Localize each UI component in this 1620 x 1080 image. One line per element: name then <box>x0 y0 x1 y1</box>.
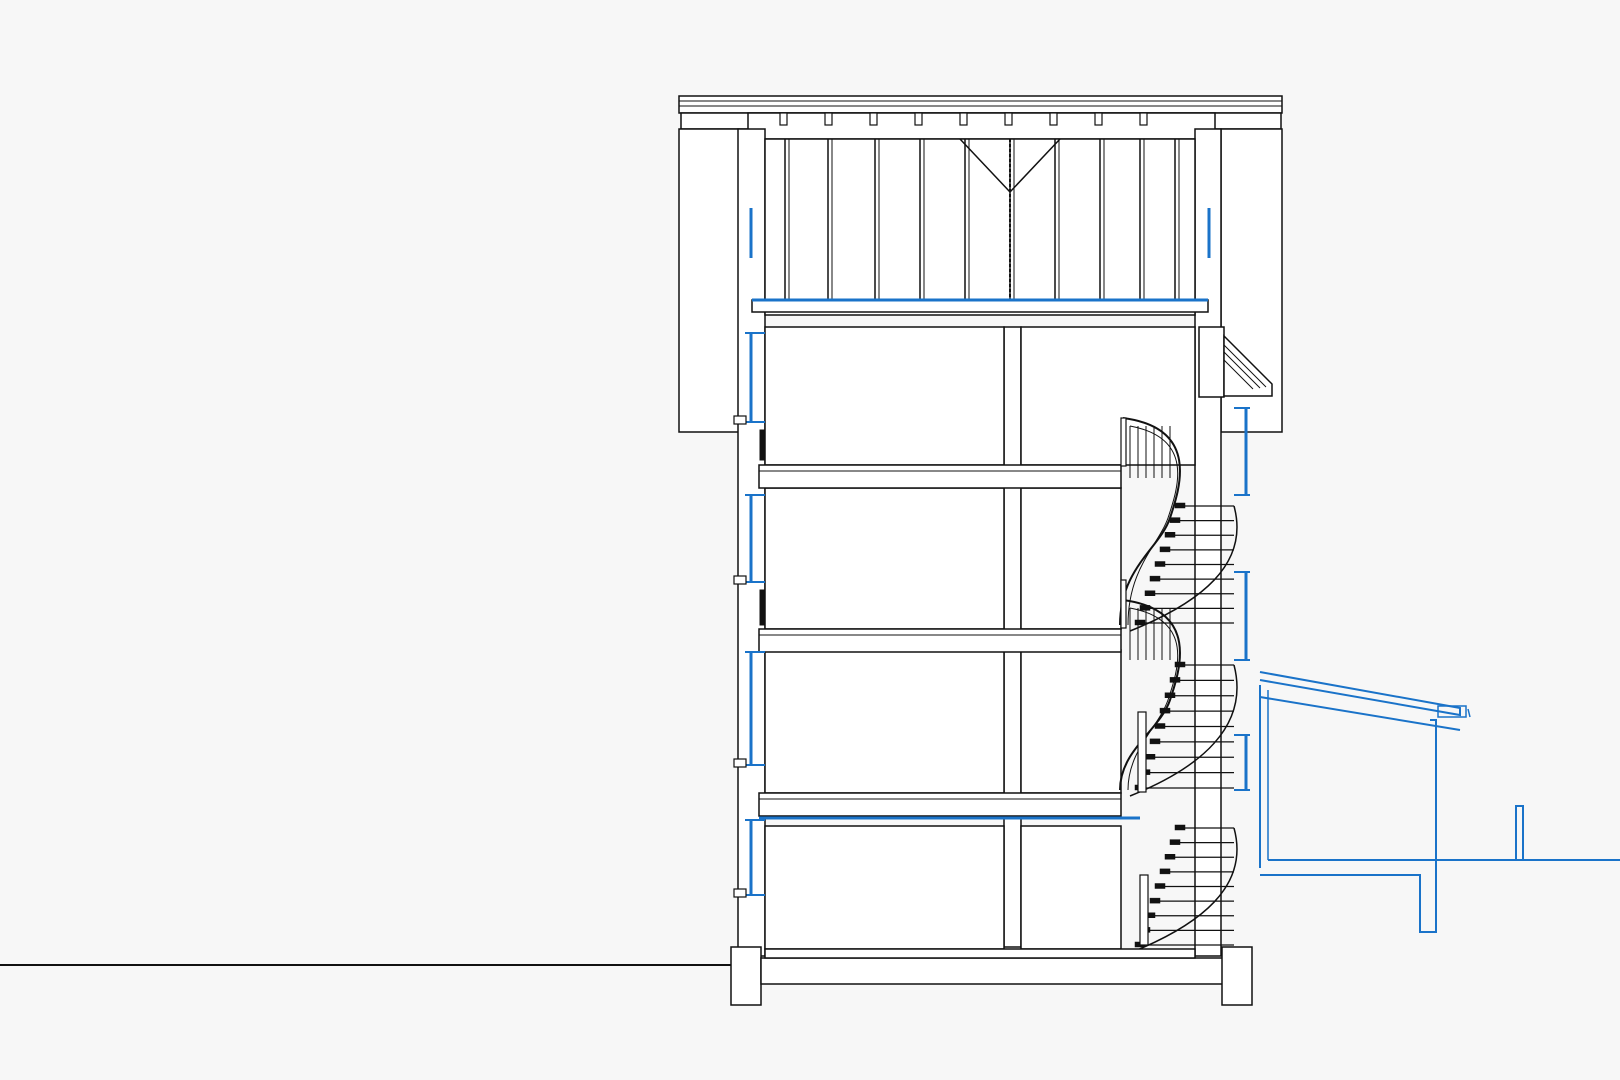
tread-nosing <box>1169 517 1181 523</box>
tread-nosing <box>1159 546 1171 553</box>
rafter-end <box>959 112 968 126</box>
rafter-end <box>824 112 833 126</box>
newel-post <box>1120 579 1127 629</box>
stair-stringer <box>1129 505 1238 632</box>
stair-stringer <box>1129 827 1238 954</box>
handrail <box>1119 599 1181 791</box>
sill-block <box>733 575 747 585</box>
handrail <box>1119 417 1181 626</box>
foundation <box>730 946 1253 1006</box>
newel-post <box>1137 711 1147 793</box>
tread-nosing <box>1169 839 1181 845</box>
rafter-end <box>1049 112 1058 126</box>
floor-slab-lines <box>758 464 1140 820</box>
stair-stringer <box>1129 664 1238 797</box>
roof-cornice <box>678 95 1283 140</box>
room-outlines <box>764 326 1196 950</box>
handrail-inner <box>1127 607 1179 791</box>
spiral-staircase <box>1119 417 1238 954</box>
attic-truss <box>751 138 1209 316</box>
tread-nosing <box>1149 738 1161 745</box>
rafter-end <box>1004 112 1013 126</box>
tread-nosing <box>1154 883 1166 889</box>
tread-nosing <box>1159 868 1171 875</box>
tread-nosing <box>1149 897 1161 904</box>
rafter-end <box>779 112 788 126</box>
tread-nosing <box>1144 590 1156 596</box>
tread-nosing <box>1164 532 1176 538</box>
sill-block <box>733 758 747 768</box>
tread-nosing <box>1174 824 1186 831</box>
tread-nosing <box>1134 619 1146 626</box>
newel-post <box>1120 417 1127 467</box>
tread-nosing <box>1164 854 1176 860</box>
tread-nosing <box>1174 502 1186 509</box>
tread-nosing <box>1149 575 1161 582</box>
floor-slab <box>758 792 1122 817</box>
sill-block <box>733 888 747 898</box>
floor-slab <box>758 464 1122 489</box>
sill-block <box>733 415 747 425</box>
handrail-inner <box>1127 425 1179 626</box>
rafter-end <box>914 112 923 126</box>
rafter-end <box>1139 112 1148 126</box>
rear-dormer <box>1198 326 1273 398</box>
newel-post <box>1139 874 1149 946</box>
rafter-end <box>1094 112 1103 126</box>
windows-highlighted <box>733 208 1250 898</box>
floor-slab <box>758 628 1122 653</box>
rafter-end <box>869 112 878 126</box>
tread-nosing <box>1154 561 1166 567</box>
rear-canopy-addition <box>1259 671 1620 933</box>
